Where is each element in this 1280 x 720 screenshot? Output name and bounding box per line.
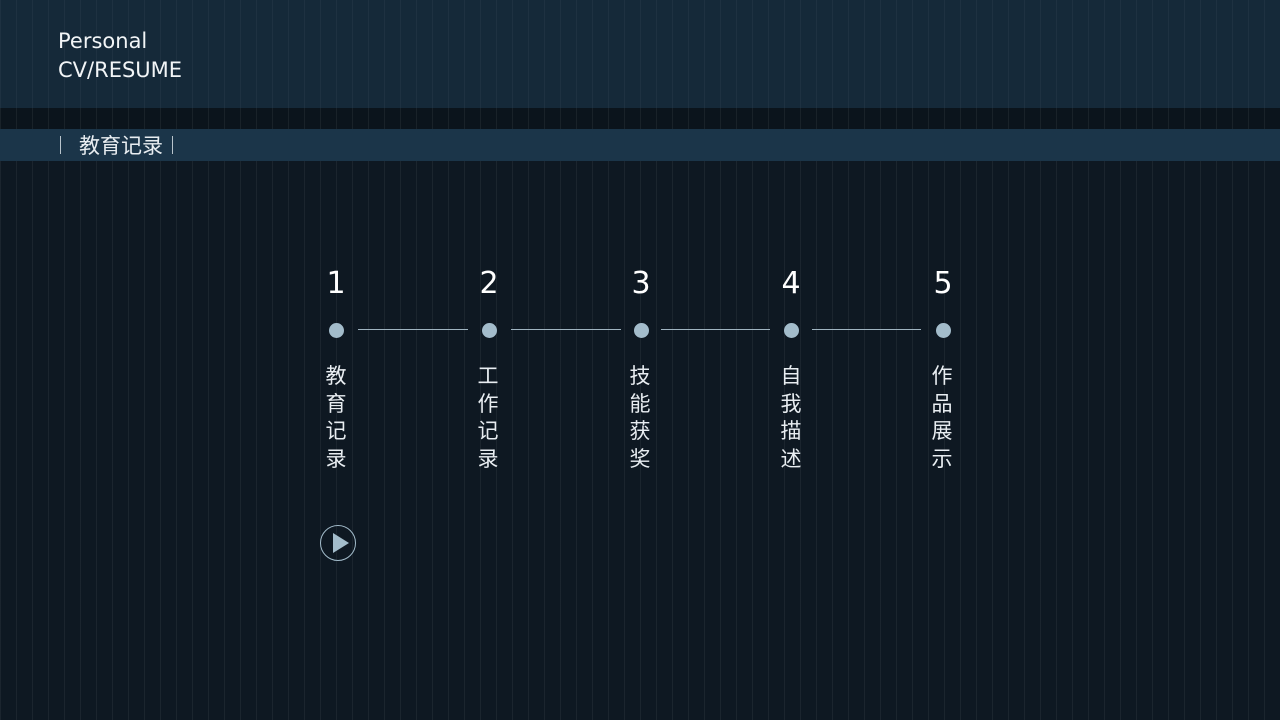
label-char: 展 (931, 419, 953, 443)
separator-left (60, 136, 61, 154)
step-dot[interactable] (329, 323, 344, 338)
connector-line (358, 329, 468, 330)
label-char: 述 (780, 446, 802, 471)
label-char: 作 (931, 364, 953, 388)
label-char: 我 (780, 391, 802, 416)
connector-line (511, 329, 621, 330)
label-char: 录 (477, 446, 499, 471)
step-number: 2 (479, 266, 499, 301)
resume-title: Personal CV/RESUME (58, 27, 182, 85)
label-char: 工 (477, 364, 499, 388)
divider-band (0, 108, 1280, 129)
label-char: 作 (477, 391, 499, 416)
header-banner: Personal CV/RESUME (0, 0, 1280, 108)
title-line-1: Personal (58, 29, 148, 53)
step-label-self-description[interactable]: 自 我 描 述 (771, 363, 811, 473)
label-char: 获 (629, 419, 651, 443)
step-number: 5 (933, 266, 953, 301)
label-char: 记 (325, 419, 347, 443)
connector-line (812, 329, 921, 330)
step-dot[interactable] (482, 323, 497, 338)
label-char: 育 (325, 391, 347, 416)
play-icon (333, 533, 349, 553)
step-number: 3 (631, 266, 651, 301)
label-char: 能 (629, 391, 651, 416)
label-char: 品 (931, 391, 953, 416)
step-number: 4 (781, 266, 801, 301)
step-label-work[interactable]: 工 作 记 录 (468, 363, 508, 473)
label-char: 奖 (629, 446, 651, 471)
section-heading: 教育记录 (60, 129, 173, 161)
step-dot[interactable] (936, 323, 951, 338)
title-line-2: CV/RESUME (58, 58, 183, 82)
label-char: 描 (780, 419, 802, 443)
section-title: 教育记录 (79, 134, 163, 158)
label-char: 录 (325, 446, 347, 471)
section-bar: 教育记录 (0, 129, 1280, 161)
step-dot[interactable] (634, 323, 649, 338)
separator-right (172, 136, 173, 154)
label-char: 技 (629, 364, 651, 388)
connector-line (661, 329, 770, 330)
step-number: 1 (326, 266, 346, 301)
step-label-education[interactable]: 教 育 记 录 (316, 363, 356, 473)
step-label-portfolio[interactable]: 作 品 展 示 (922, 363, 962, 473)
step-dot[interactable] (784, 323, 799, 338)
play-button[interactable] (320, 525, 356, 561)
label-char: 示 (931, 446, 953, 471)
step-label-skills[interactable]: 技 能 获 奖 (620, 363, 660, 473)
label-char: 教 (325, 364, 347, 388)
label-char: 记 (477, 419, 499, 443)
label-char: 自 (780, 364, 802, 388)
